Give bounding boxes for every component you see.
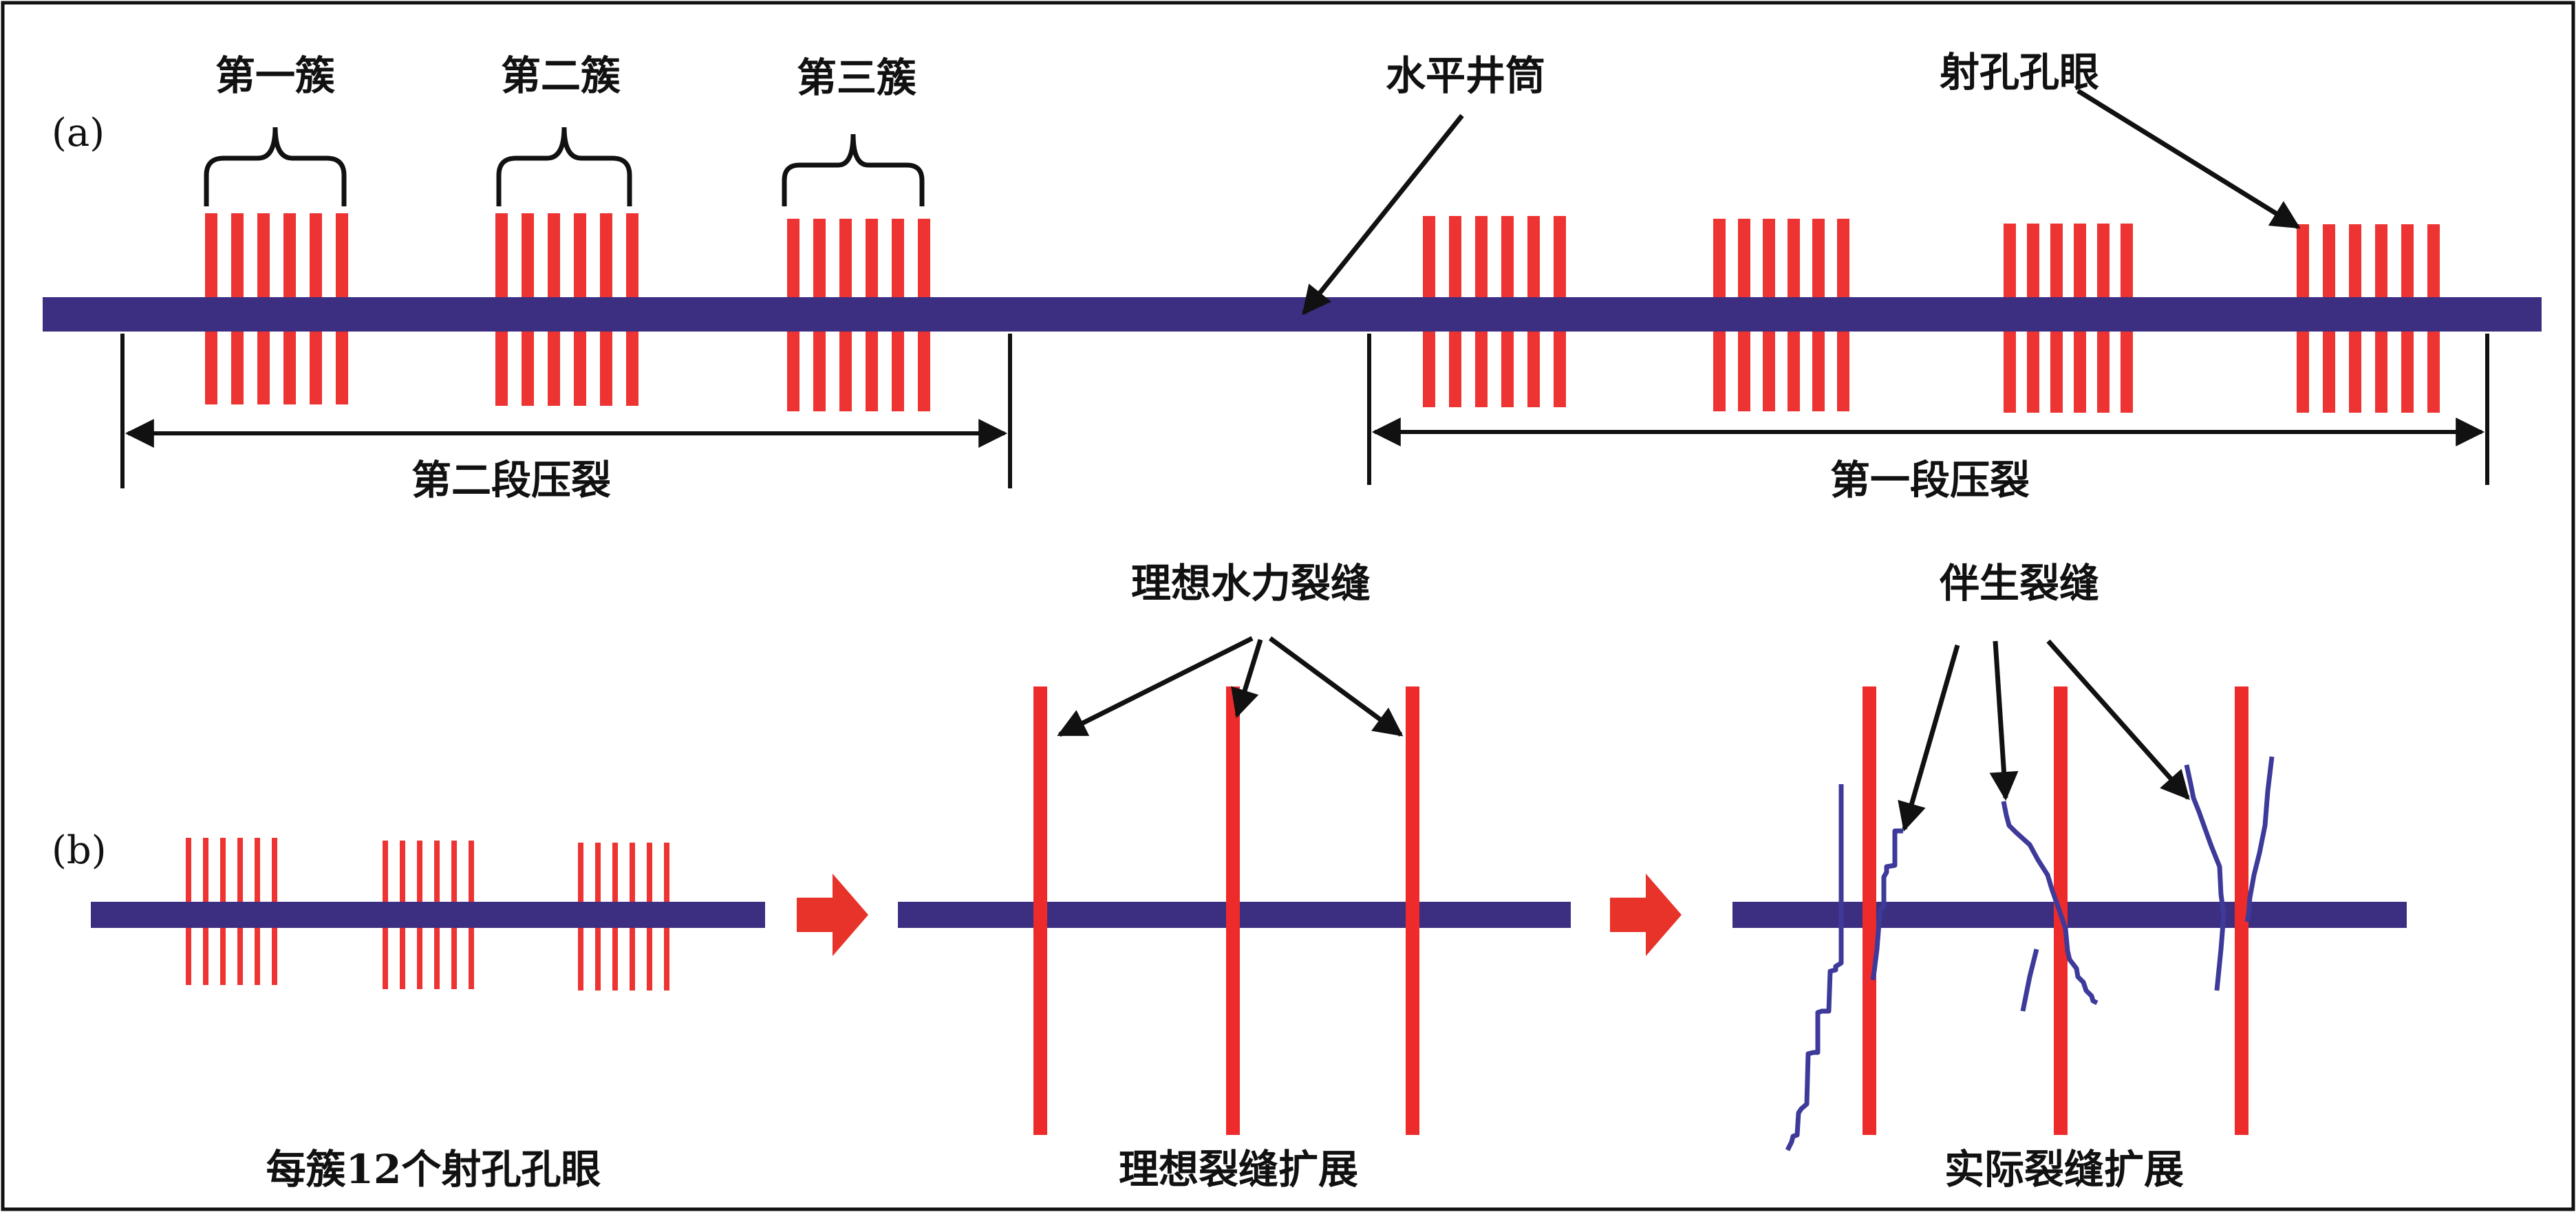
- panel-b-tag: (b): [52, 828, 107, 873]
- induced-fracture-pointers: [1898, 639, 2190, 832]
- brace-cluster-2: [496, 127, 632, 206]
- induced-fracture-label: 伴生裂缝: [1939, 560, 2099, 607]
- induced-fractures: [1785, 756, 2275, 1151]
- transition-arrow-2: [1610, 874, 1682, 956]
- wellbore-pointer-arrow: [1302, 113, 1464, 316]
- cluster-3-label: 第三簇: [797, 54, 917, 101]
- perforation-label: 射孔孔眼: [1940, 49, 2099, 96]
- panel-b: (b) 理想水力裂缝: [52, 560, 2407, 1193]
- wellbore-label: 水平井筒: [1386, 52, 1545, 99]
- brace-cluster-1: [204, 127, 347, 206]
- caption-actual-propagation: 实际裂缝扩展: [1944, 1146, 2184, 1193]
- wellbore-stage-1: [91, 902, 765, 928]
- perforation-pointer-arrow: [2076, 89, 2301, 229]
- stage-two-label: 第二段压裂: [411, 457, 611, 504]
- induced-fracture-1: [1785, 784, 1844, 1151]
- caption-ideal-propagation: 理想裂缝扩展: [1119, 1146, 1358, 1193]
- panel-a: (a) 第一簇 第二簇 第三簇 水平井筒 射孔孔眼 第二段压裂: [43, 49, 2542, 504]
- panel-a-perforations: [205, 213, 2440, 413]
- ideal-fractures: [1033, 686, 1419, 1135]
- panel-a-tag: (a): [52, 111, 105, 155]
- stage-dimension-lines: [120, 334, 2489, 488]
- transition-arrow-1: [797, 874, 868, 956]
- induced-fracture-2: [1870, 828, 1903, 981]
- horizontal-wellbore: [43, 297, 2542, 332]
- ideal-fracture-label: 理想水力裂缝: [1131, 560, 1371, 607]
- wellbore-stage-3: [1732, 902, 2407, 928]
- induced-fracture-4: [2184, 764, 2226, 991]
- induced-fracture-6: [2020, 949, 2039, 1012]
- cluster-braces: [204, 127, 925, 206]
- caption-perforations: 每簇12个射孔孔眼: [266, 1146, 601, 1193]
- ideal-fracture-pointers: [1057, 636, 1404, 737]
- cluster-2-label: 第二簇: [501, 52, 621, 99]
- induced-fracture-5: [2244, 756, 2275, 922]
- induced-fracture-3: [2001, 801, 2099, 1006]
- stage-one-label: 第一段压裂: [1830, 457, 2030, 504]
- brace-cluster-3: [782, 133, 925, 206]
- cluster-1-label: 第一簇: [215, 52, 336, 99]
